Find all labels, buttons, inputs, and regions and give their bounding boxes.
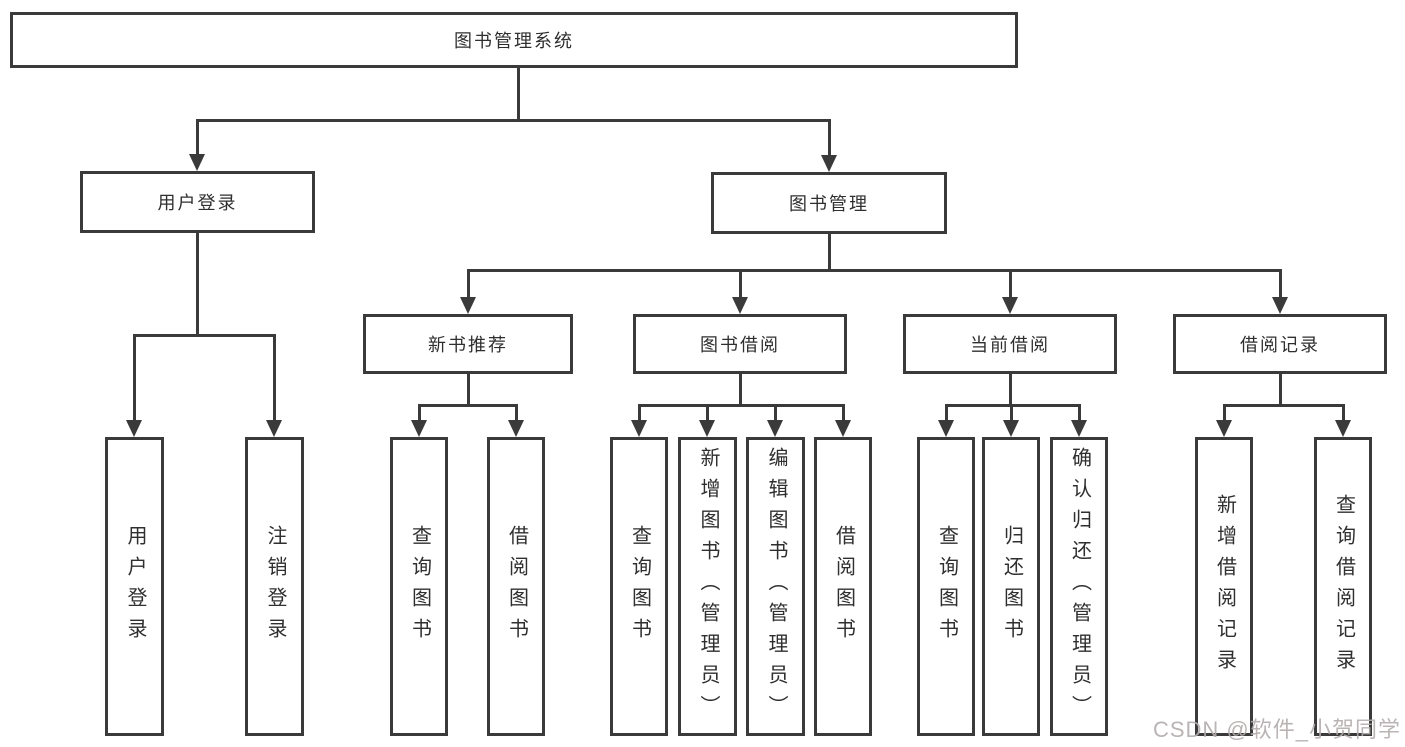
leaf-label: 新增图书（管理员） (697, 447, 719, 726)
edge-to-new-book-rec (467, 269, 470, 298)
edge-root-branch (196, 119, 831, 122)
node-book-borrowing: 图书借阅 (633, 314, 847, 374)
edge-book-mgmt-stem (828, 234, 831, 272)
arrowhead-down (1002, 297, 1018, 314)
leaf-label: 查询图书 (408, 524, 431, 649)
edge-current-borrow-stem (1009, 374, 1012, 407)
leaf-label: 借阅图书 (505, 524, 528, 649)
arrowhead-down (460, 297, 476, 314)
leaf-bb-add-books-admin: 新增图书（管理员） (678, 437, 737, 736)
leaf-bb-edit-books-admin: 编辑图书（管理员） (746, 437, 805, 736)
arrowhead-down (266, 420, 282, 437)
edge-current-borrow-branch (945, 404, 1081, 407)
arrowhead-down (1216, 420, 1232, 437)
edge-drop (1010, 404, 1013, 420)
leaf-cb-query-books: 查询图书 (917, 437, 975, 736)
node-label: 图书借阅 (700, 335, 780, 355)
leaf-br-query-record: 查询借阅记录 (1314, 437, 1372, 736)
edge-book-mgmt-branch (467, 269, 1282, 272)
edge-to-current-borrow (1009, 269, 1012, 298)
node-current-borrowing: 当前借阅 (903, 314, 1117, 374)
leaf-logout: 注销登录 (245, 437, 304, 736)
arrowhead-down (732, 297, 748, 314)
leaf-label: 注销登录 (264, 524, 286, 649)
leaf-cb-confirm-return-admin: 确认归还（管理员） (1050, 437, 1108, 736)
edge-to-borrow-records (1279, 269, 1282, 298)
arrowhead-down (1003, 420, 1019, 437)
arrowhead-down (411, 420, 427, 437)
leaf-label: 确认归还（管理员） (1068, 447, 1091, 726)
node-new-book-recommend: 新书推荐 (363, 314, 573, 374)
arrowhead-down (1071, 420, 1087, 437)
node-label: 借阅记录 (1240, 335, 1320, 355)
leaf-br-add-record: 新增借阅记录 (1195, 437, 1253, 736)
node-user-login: 用户登录 (80, 171, 315, 233)
edge-new-book-rec-branch (418, 404, 518, 407)
leaf-label: 编辑图书（管理员） (765, 447, 787, 726)
edge-drop (1342, 404, 1345, 420)
edge-drop (638, 404, 641, 420)
leaf-label: 查询图书 (935, 524, 958, 649)
leaf-label: 用户登录 (124, 524, 146, 649)
edge-drop (1223, 404, 1226, 420)
edge-user-login-branch (133, 334, 276, 337)
arrowhead-down (767, 420, 783, 437)
leaf-label: 新增借阅记录 (1213, 493, 1236, 680)
edge-to-user-login (196, 119, 199, 155)
edge-borrow-records-stem (1279, 374, 1282, 407)
node-library-system: 图书管理系统 (10, 12, 1018, 68)
node-label: 新书推荐 (428, 335, 508, 355)
edge-drop (945, 404, 948, 420)
edge-book-borrow-branch (638, 404, 845, 407)
arrowhead-down (821, 155, 837, 172)
edge-drop (774, 404, 777, 420)
csdn-watermark: CSDN @软件_小贺同学 (1152, 717, 1401, 742)
edge-drop (418, 404, 421, 420)
arrowhead-down (126, 420, 142, 437)
node-label: 用户登录 (157, 193, 238, 213)
edge-to-book-borrow (739, 269, 742, 298)
leaf-label: 借阅图书 (832, 524, 855, 649)
arrowhead-down (835, 420, 851, 437)
leaf-rec-query-books: 查询图书 (390, 437, 448, 736)
edge-to-leaf-logout (273, 334, 276, 420)
edge-drop (1078, 404, 1081, 420)
leaf-bb-borrow-books: 借阅图书 (814, 437, 872, 736)
arrowhead-down (1335, 420, 1351, 437)
arrowhead-down (631, 420, 647, 437)
leaf-user-login: 用户登录 (105, 437, 164, 736)
edge-new-book-rec-stem (467, 374, 470, 407)
leaf-label: 归还图书 (1000, 524, 1023, 649)
leaf-label: 查询借阅记录 (1332, 493, 1355, 680)
edge-drop (842, 404, 845, 420)
edge-to-leaf-login (133, 334, 136, 420)
arrowhead-down (1272, 297, 1288, 314)
leaf-bb-query-books: 查询图书 (610, 437, 668, 736)
edge-to-book-mgmt (828, 119, 831, 156)
edge-user-login-stem (196, 233, 199, 337)
leaf-cb-return-books: 归还图书 (982, 437, 1040, 736)
node-label: 图书管理系统 (454, 31, 574, 51)
leaf-rec-borrow-books: 借阅图书 (487, 437, 545, 736)
edge-book-borrow-stem (739, 374, 742, 407)
leaf-label: 查询图书 (628, 524, 651, 649)
node-label: 图书管理 (789, 194, 869, 214)
edge-drop (515, 404, 518, 420)
edge-root-stem (517, 66, 520, 121)
arrowhead-down (508, 420, 524, 437)
edge-borrow-records-branch (1223, 404, 1345, 407)
node-borrowing-records: 借阅记录 (1173, 314, 1387, 374)
arrowhead-down (189, 154, 205, 171)
arrowhead-down (938, 420, 954, 437)
arrowhead-down (699, 420, 715, 437)
node-label: 当前借阅 (970, 335, 1050, 355)
edge-drop (706, 404, 709, 420)
node-book-management: 图书管理 (711, 172, 947, 234)
